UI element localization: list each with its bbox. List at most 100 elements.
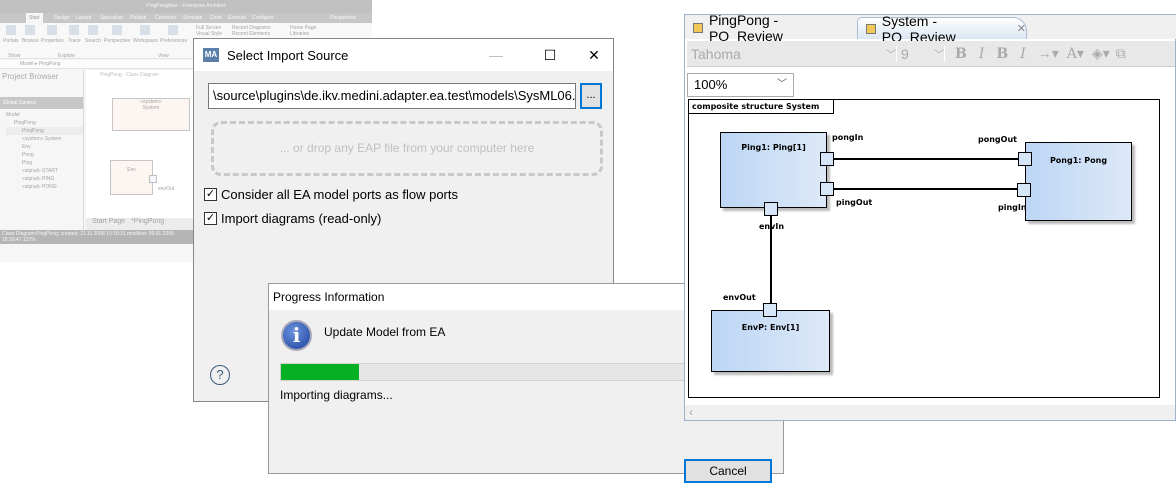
ribbon-button-browse[interactable]: Browse: [22, 25, 39, 44]
source-path-input[interactable]: \source\plugins\de.ikv.medini.adapter.ea…: [208, 83, 576, 109]
tree-item[interactable]: PingPong: [14, 120, 36, 126]
ea-title: PingPongNew - Enterprise Architect: [0, 0, 372, 13]
editor-tabs: PingPong - PO_Review System - PO_Review✕: [685, 12, 1176, 45]
ribbon-tab[interactable]: Specialize: [100, 15, 123, 21]
port-envin[interactable]: [764, 202, 778, 216]
ribbon-tab[interactable]: Configure: [252, 15, 274, 21]
flow-ports-checkbox[interactable]: ✓Consider all EA model ports as flow por…: [204, 187, 458, 202]
browse-button[interactable]: ...: [580, 83, 602, 109]
tree-item[interactable]: «signal» PING: [22, 176, 55, 182]
ribbon-tab[interactable]: Code: [210, 15, 222, 21]
part-envp[interactable]: EnvP: Env[1]: [711, 310, 830, 372]
dialog-title: Select Import Source: [227, 47, 349, 63]
fill-color-icon[interactable]: ◈▾: [1091, 45, 1110, 61]
tree-item[interactable]: «system» System: [22, 136, 62, 142]
port-pongout[interactable]: [1018, 152, 1032, 166]
port-label: pingIn: [998, 203, 1027, 212]
ribbon-button-recent-diagrams[interactable]: Recent Diagrams: [232, 25, 271, 31]
ribbon-button-properties[interactable]: Properties: [41, 25, 64, 44]
ribbon-tab[interactable]: Simulate: [183, 15, 203, 21]
ribbon-tab[interactable]: Start: [26, 13, 43, 23]
ea-ribbon-tabs: Start Design Layout Specialize Publish C…: [0, 13, 372, 23]
diagram-icon: [866, 23, 876, 34]
tab-system-review[interactable]: System - PO_Review✕: [857, 13, 1027, 45]
ribbon-tab[interactable]: Construct: [155, 15, 177, 21]
ribbon-button-search[interactable]: Search: [85, 25, 101, 44]
part-ping1[interactable]: Ping1: Ping[1]: [720, 132, 827, 208]
close-tab-icon[interactable]: ✕: [1016, 23, 1026, 35]
port-label: envOut: [723, 293, 756, 302]
ribbon-tab[interactable]: Design: [54, 15, 70, 21]
import-diagrams-checkbox[interactable]: ✓Import diagrams (read-only): [204, 211, 382, 226]
font-color-icon[interactable]: A▾: [1066, 45, 1084, 62]
zoom-select[interactable]: 100%﹀: [687, 73, 794, 97]
connector[interactable]: [834, 158, 1018, 160]
ribbon-button-trace[interactable]: Trace: [68, 25, 81, 44]
diagram-icon: [693, 23, 703, 33]
app-logo-icon: MA: [203, 48, 219, 62]
port-label: pingOut: [836, 198, 873, 207]
ribbon-button-workspace[interactable]: Workspace: [133, 25, 158, 44]
italic-alt-icon[interactable]: I: [1020, 45, 1026, 62]
bold-icon[interactable]: B: [955, 45, 967, 62]
ribbon-button-recent-elements[interactable]: Recent Elements: [232, 31, 271, 37]
tab-global[interactable]: Global: [3, 100, 18, 106]
copy-format-icon[interactable]: ⧉: [1115, 45, 1126, 61]
frame-label: composite structure System: [689, 100, 835, 114]
tree-item[interactable]: PingPong: [6, 127, 83, 135]
tree-item[interactable]: Pong: [22, 152, 34, 158]
port-envout[interactable]: [763, 303, 777, 317]
ribbon-button-perspective[interactable]: Perspective: [104, 25, 130, 44]
maximize-button[interactable]: ☐: [543, 47, 557, 63]
port-pongin[interactable]: [820, 152, 834, 166]
connector[interactable]: [770, 216, 772, 303]
tab-pingpong[interactable]: *PingPong: [131, 218, 165, 225]
connector[interactable]: [834, 188, 1017, 190]
ribbon-button-portals[interactable]: Portals: [3, 25, 19, 44]
minimize-button[interactable]: —: [489, 47, 503, 63]
port-pingin[interactable]: [1017, 183, 1031, 197]
ribbon-button-full-screen[interactable]: Full Screen: [196, 25, 222, 31]
help-icon[interactable]: ?: [210, 365, 230, 385]
drop-zone[interactable]: ... or drop any EAP file from your compu…: [211, 121, 603, 176]
info-icon: i: [281, 320, 312, 351]
line-style-icon[interactable]: →▾: [1037, 45, 1059, 61]
project-browser: Project Browser Global Context Model Pin…: [0, 70, 84, 230]
ribbon-tab[interactable]: Layout: [76, 15, 92, 21]
horizontal-scrollbar[interactable]: ‹: [685, 405, 1175, 420]
port: [149, 175, 157, 183]
checkbox-checked-icon[interactable]: ✓: [204, 188, 217, 201]
tree-item[interactable]: Env: [22, 144, 31, 150]
env-block[interactable]: Env: [110, 160, 153, 195]
ribbon-button-visual-style[interactable]: Visual Style: [196, 31, 223, 37]
tree-item[interactable]: «signal» START: [22, 168, 58, 174]
checkbox-checked-icon[interactable]: ✓: [204, 212, 217, 225]
font-family-select[interactable]: Tahoma﹀: [687, 45, 897, 62]
port-pingout[interactable]: [820, 182, 834, 196]
ribbon-button-preferences[interactable]: Preferences: [160, 25, 187, 44]
breadcrumb[interactable]: Model ▸ PingPong: [0, 60, 372, 69]
ribbon-button-home-page[interactable]: Home Page: [290, 25, 317, 31]
tab-pingpong-review[interactable]: PingPong - PO_Review: [685, 12, 855, 44]
tab-start-page[interactable]: Start Page: [92, 218, 126, 225]
ribbon-tab[interactable]: Publish: [130, 15, 147, 21]
system-block[interactable]: «system»System: [112, 98, 190, 131]
perspective-button[interactable]: Perspective: [330, 15, 357, 21]
close-button[interactable]: ✕: [588, 47, 600, 63]
tree-item[interactable]: Ping: [22, 160, 33, 166]
ribbon-tab[interactable]: Execute: [228, 15, 247, 21]
diagram-frame[interactable]: composite structure System: [688, 99, 1160, 398]
status-bar: Class Diagram:PingPong: created: 21.11.2…: [2, 231, 174, 243]
bold-alt-icon[interactable]: B: [996, 45, 1009, 62]
part-pong1[interactable]: Pong1: Pong: [1025, 142, 1132, 221]
group-label: Explore: [58, 53, 75, 59]
ribbon-button-libraries[interactable]: Libraries: [290, 31, 310, 37]
tab-context[interactable]: Context: [18, 100, 37, 106]
tree-item[interactable]: Model: [6, 112, 20, 118]
tree-item[interactable]: «signal» PONG: [22, 184, 57, 190]
port-label: envOut: [158, 186, 175, 192]
scroll-left-icon[interactable]: ‹: [689, 405, 693, 419]
cancel-button[interactable]: Cancel: [684, 459, 772, 483]
font-size-select[interactable]: 9﹀: [897, 45, 945, 62]
italic-icon[interactable]: I: [978, 45, 985, 62]
